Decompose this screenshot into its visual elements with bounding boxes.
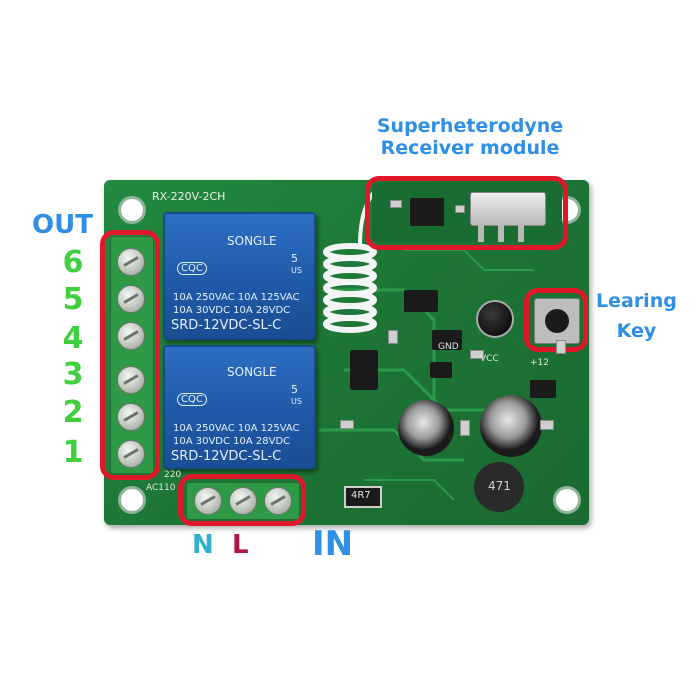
receiver-module-highlight — [365, 176, 568, 250]
crystal-oscillator — [470, 192, 546, 226]
output-number-6: 6 — [62, 245, 84, 280]
output-number-5: 5 — [62, 282, 84, 317]
transistor — [430, 362, 452, 378]
antenna-coil — [323, 243, 377, 333]
relay-brand: SONGLE — [227, 234, 277, 248]
relay-model: SRD-12VDC-SL-C — [171, 318, 282, 333]
mounting-hole — [553, 486, 581, 514]
smd-component — [540, 420, 554, 430]
receiver-module-title-line2: Receiver module — [380, 137, 560, 159]
output-screw-1[interactable] — [117, 440, 145, 468]
mounting-hole — [118, 486, 146, 514]
vcc-label: VCC — [480, 354, 499, 364]
output-terminal-highlight — [100, 230, 160, 480]
capacitor — [398, 400, 454, 456]
relay-rating: 10A 30VDC 10A 28VDC — [173, 305, 291, 316]
board-model-label: RX-220V-2CH — [152, 190, 226, 203]
ic-chip — [350, 350, 378, 390]
ac110-label: AC110 — [146, 483, 176, 493]
relay-us: US — [291, 397, 302, 406]
ac220-label: 220 — [164, 470, 182, 480]
module-pin — [498, 224, 504, 242]
learning-key-button[interactable] — [534, 298, 580, 344]
smd-component — [390, 200, 402, 208]
input-screw-l[interactable] — [229, 487, 257, 515]
relay-model: SRD-12VDC-SL-C — [171, 449, 282, 464]
inductor-label: 471 — [488, 479, 511, 493]
smd-component — [460, 420, 470, 436]
gnd-label: GND — [438, 342, 459, 352]
module-pin — [518, 224, 524, 242]
receiver-module-title: Superheterodyne Receiver module — [360, 115, 580, 159]
relay-brand: SONGLE — [227, 365, 277, 379]
in-label: IN — [312, 524, 354, 564]
output-number-3: 3 — [62, 357, 84, 392]
learning-key-cap — [545, 309, 569, 333]
mounting-hole — [118, 196, 146, 224]
smd-component — [470, 350, 484, 359]
plus12-label: +12 — [530, 358, 549, 368]
module-pin — [478, 224, 484, 242]
output-screw-2[interactable] — [117, 403, 145, 431]
receiver-module-title-line1: Superheterodyne — [376, 115, 564, 137]
capacitor — [480, 395, 542, 457]
n-label: N — [192, 530, 214, 560]
relay-cert: CQC — [177, 393, 207, 406]
relay-rating: 10A 250VAC 10A 125VAC — [173, 292, 300, 303]
input-screw-3[interactable] — [264, 487, 292, 515]
relay-1: SONGLE CQC 5 US 10A 250VAC 10A 125VAC 10… — [163, 212, 316, 340]
relay-us: US — [291, 266, 302, 275]
input-terminal-highlight — [178, 474, 306, 526]
capacitor — [476, 300, 514, 338]
output-number-4: 4 — [62, 321, 84, 356]
receiver-chip — [410, 198, 444, 226]
relay-2: SONGLE CQC 5 US 10A 250VAC 10A 125VAC 10… — [163, 345, 316, 469]
smd-component — [455, 205, 465, 213]
regulator-chip — [530, 380, 556, 398]
relay-ul: 5 — [291, 252, 298, 265]
learning-key-label-line2: Key — [616, 320, 657, 342]
output-screw-5[interactable] — [117, 285, 145, 313]
resistor: 4R7 — [344, 486, 382, 508]
resistor-label: 4R7 — [351, 490, 371, 501]
output-screw-4[interactable] — [117, 322, 145, 350]
input-screw-n[interactable] — [194, 487, 222, 515]
ic-chip — [404, 290, 438, 312]
smd-component — [340, 420, 354, 429]
l-label: L — [232, 530, 249, 560]
learning-key-label: Learing Key — [596, 286, 677, 346]
relay-rating: 10A 250VAC 10A 125VAC — [173, 423, 300, 434]
learning-key-label-line1: Learing — [596, 290, 677, 312]
relay-cert: CQC — [177, 262, 207, 275]
output-screw-6[interactable] — [117, 248, 145, 276]
output-screw-3[interactable] — [117, 366, 145, 394]
inductor: 471 — [474, 462, 524, 512]
ic-chip — [432, 330, 462, 350]
out-label: OUT — [32, 210, 93, 240]
relay-ul: 5 — [291, 383, 298, 396]
smd-component — [388, 330, 398, 344]
smd-component — [556, 340, 566, 354]
relay-rating: 10A 30VDC 10A 28VDC — [173, 436, 291, 447]
output-number-1: 1 — [62, 435, 84, 470]
output-number-2: 2 — [62, 395, 84, 430]
